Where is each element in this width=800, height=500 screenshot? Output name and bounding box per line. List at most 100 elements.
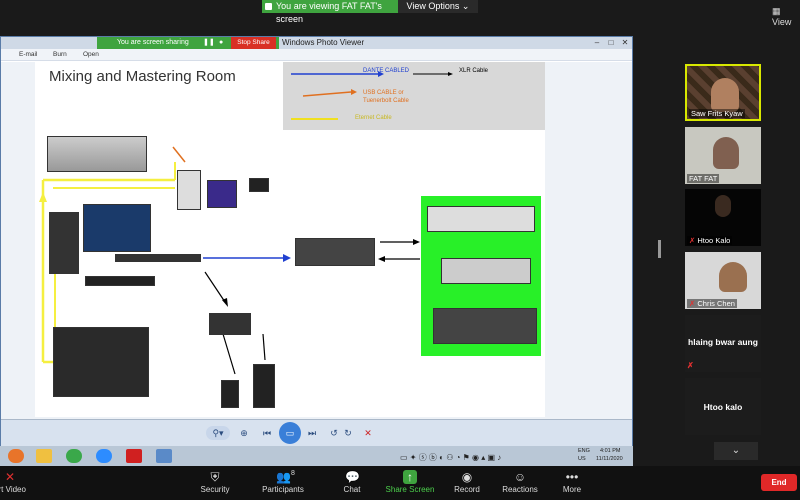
participant-tile[interactable]: FAT FAT bbox=[685, 127, 761, 184]
screen-icon bbox=[265, 3, 272, 10]
stop-share-button[interactable]: Stop Share bbox=[231, 37, 276, 49]
more-button[interactable]: ••• More bbox=[542, 468, 602, 498]
legend-dante: DANTE CABLED bbox=[363, 68, 410, 74]
screen-sharing-label: You are screen sharing bbox=[117, 39, 189, 46]
share-screen-button[interactable]: ↑ Share Screen bbox=[380, 468, 440, 498]
mixing-console bbox=[53, 327, 149, 397]
participant-name: FAT FAT bbox=[687, 174, 720, 183]
view-button[interactable]: ▦ View bbox=[772, 6, 800, 27]
start-video-button[interactable]: ✕ art Video bbox=[0, 468, 40, 498]
more-participants-button[interactable]: ⌄ bbox=[714, 442, 758, 460]
grid-icon: ▦ bbox=[772, 6, 781, 16]
reactions-label: Reactions bbox=[502, 485, 538, 494]
pause-icon[interactable]: ❚❚ bbox=[203, 39, 215, 46]
legend-arrows bbox=[291, 71, 453, 120]
rotate-right-icon[interactable]: ↻ bbox=[344, 428, 352, 438]
maximize-icon[interactable]: □ bbox=[608, 38, 614, 47]
participants-button[interactable]: 👥 8 Participants bbox=[253, 468, 313, 498]
rotate-left-icon[interactable]: ↺ bbox=[330, 428, 338, 438]
slideshow-icon[interactable]: ▭ bbox=[279, 422, 301, 444]
participant-tile[interactable]: Htoo kalo bbox=[685, 378, 761, 435]
tray-region: US bbox=[578, 456, 586, 462]
participant-name: ✗ Htoo Kalo bbox=[687, 236, 733, 245]
share-screen-icon: ↑ bbox=[403, 470, 417, 484]
participant-name-text: Htoo Kalo bbox=[697, 236, 731, 245]
share-screen-label: Share Screen bbox=[385, 485, 435, 494]
participants-count: 8 bbox=[291, 470, 295, 477]
chrome-icon[interactable] bbox=[66, 449, 82, 463]
fit-icon[interactable]: ⊕ bbox=[240, 428, 248, 438]
tray-date: 11/11/2020 bbox=[596, 456, 623, 462]
participants-label: Participants bbox=[262, 485, 304, 494]
file-explorer-icon[interactable] bbox=[36, 449, 52, 463]
participant-name: ✗ Chris Chen bbox=[687, 299, 737, 308]
meeting-controls-bar: ✕ art Video ⛨ Security 👥 8 Participants … bbox=[0, 466, 800, 500]
reactions-button[interactable]: ☺ Reactions bbox=[490, 468, 550, 498]
eq-unit bbox=[441, 258, 531, 284]
firefox-icon[interactable] bbox=[8, 449, 24, 463]
mac-pro-tower bbox=[177, 170, 201, 210]
participant-tile[interactable]: ✗ Chris Chen bbox=[685, 252, 761, 309]
participant-tile[interactable]: hlaing bwar aung ✗ bbox=[685, 315, 761, 372]
tray-icons[interactable]: ▭ ✦ ⓢ ⓑ ◐ ⚇ ◔ ⚑ ◉ ▴ ▣ ♪ bbox=[400, 453, 502, 462]
chevron-down-icon: ⌄ bbox=[461, 1, 470, 11]
legend-usb: USB CABLE or bbox=[363, 90, 404, 96]
start-video-label: art Video bbox=[0, 485, 26, 494]
panel-resize-handle[interactable] bbox=[658, 240, 661, 258]
window-title-bar: You are screen sharing ❚❚ ● Stop Share W… bbox=[1, 37, 632, 49]
record-button[interactable]: ◉ Record bbox=[437, 468, 497, 498]
record-label: Record bbox=[454, 485, 480, 494]
studio-monitors bbox=[253, 364, 275, 408]
menu-email[interactable]: E-mail bbox=[19, 51, 38, 58]
keyboard bbox=[85, 276, 155, 286]
legend-xlr: XLR Cable bbox=[459, 68, 489, 74]
subwoofer bbox=[221, 380, 239, 408]
viewer-toolbar: ⚲▾ ⊕ ⏮ ▭ ⏭ ↺ ↻ ✕ bbox=[1, 419, 632, 446]
avatar bbox=[715, 195, 731, 217]
participants-icon: 👥 bbox=[276, 470, 291, 484]
photo-viewer-area: Mixing and Mastering Room DANTE CABLED X… bbox=[1, 62, 632, 419]
slide-title: Mixing and Mastering Room bbox=[49, 68, 236, 85]
video-off-icon: ✕ bbox=[4, 470, 16, 484]
more-label: More bbox=[562, 485, 582, 494]
view-options-button[interactable]: View Options ⌄ bbox=[398, 0, 478, 13]
end-meeting-button[interactable]: End bbox=[761, 474, 797, 491]
acrobat-icon[interactable] bbox=[126, 449, 142, 463]
ilok-usb bbox=[249, 178, 269, 192]
stop-share-label: Stop Share bbox=[237, 39, 270, 46]
chat-button[interactable]: 💬 Chat bbox=[322, 468, 382, 498]
mic-icon[interactable]: ● bbox=[219, 39, 224, 46]
shield-icon: ⛨ bbox=[210, 470, 220, 484]
view-options-label: View Options bbox=[406, 1, 460, 11]
view-label: View bbox=[772, 17, 792, 27]
chevron-down-icon: ⌄ bbox=[731, 445, 741, 456]
viewing-banner: You are viewing FAT FAT's screen bbox=[262, 0, 398, 24]
avatar bbox=[711, 78, 739, 112]
menu-open[interactable]: Open bbox=[83, 51, 99, 58]
viewing-banner-text: You are viewing FAT FAT's screen bbox=[276, 1, 382, 24]
mic-muted-icon: ✗ bbox=[689, 236, 696, 245]
slide-image: Mixing and Mastering Room DANTE CABLED X… bbox=[35, 62, 545, 417]
previous-icon[interactable]: ⏮ bbox=[262, 428, 272, 438]
rack-interface bbox=[115, 254, 201, 262]
mastering-processor bbox=[433, 308, 537, 344]
close-icon[interactable]: ✕ bbox=[621, 38, 629, 47]
participant-tile[interactable]: ✗ Htoo Kalo bbox=[685, 189, 761, 246]
chat-label: Chat bbox=[343, 485, 361, 494]
pro-tools-box bbox=[207, 180, 237, 208]
legend-usb2: Tuenerbolt Cable bbox=[363, 98, 409, 104]
avatar bbox=[713, 137, 739, 169]
participant-tile[interactable]: Saw Frits Kyaw bbox=[685, 64, 761, 121]
zoom-icon[interactable]: ⚲▾ bbox=[206, 426, 230, 440]
zoom-app-icon[interactable] bbox=[96, 449, 112, 463]
minimize-icon[interactable]: – bbox=[594, 38, 600, 47]
next-icon[interactable]: ⏭ bbox=[307, 428, 317, 438]
participant-name: hlaing bwar aung bbox=[688, 337, 758, 347]
security-button[interactable]: ⛨ Security bbox=[185, 468, 245, 498]
photo-viewer-icon[interactable] bbox=[156, 449, 172, 463]
emoji-icon: ☺ bbox=[513, 470, 527, 484]
delete-icon[interactable]: ✕ bbox=[364, 428, 372, 438]
menu-burn[interactable]: Burn bbox=[53, 51, 67, 58]
shared-window: You are screen sharing ❚❚ ● Stop Share W… bbox=[0, 36, 633, 446]
security-label: Security bbox=[200, 485, 230, 494]
